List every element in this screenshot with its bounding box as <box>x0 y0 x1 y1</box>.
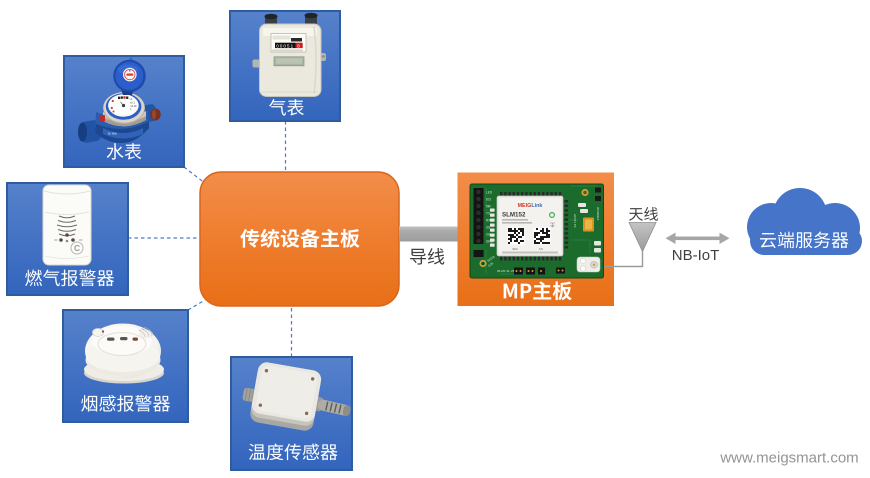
svg-text:x0.1: x0.1 <box>130 100 135 104</box>
svg-text:MEIGLink: MEIGLink <box>518 203 543 209</box>
svg-text:TX: TX <box>486 211 491 215</box>
svg-text:3G: 3G <box>486 225 491 229</box>
svg-text:20160916: 20160916 <box>596 207 600 221</box>
svg-text:GND: GND <box>486 239 494 243</box>
svg-text:NB-IoT: NB-IoT <box>672 247 720 264</box>
svg-text:LED: LED <box>486 190 493 194</box>
svg-text:IMEI: IMEI <box>512 247 518 251</box>
svg-text:≈ ≈≈: ≈ ≈≈ <box>108 131 117 136</box>
svg-text:RX: RX <box>486 218 491 222</box>
svg-text:2G: 2G <box>486 232 491 236</box>
svg-text:95-M1 SL V8: 95-M1 SL V8 <box>497 269 515 273</box>
svg-text:SLM152: SLM152 <box>502 212 526 219</box>
svg-text:HP211 P6: HP211 P6 <box>573 214 577 228</box>
svg-text:x0.01: x0.01 <box>130 104 137 108</box>
svg-text:C: C <box>74 243 80 253</box>
svg-text:SCCB: SCCB <box>486 255 495 263</box>
svg-text:x1: x1 <box>130 97 133 101</box>
svg-text:L: L <box>130 107 132 111</box>
svg-text:IO2: IO2 <box>486 197 491 201</box>
svg-text:5M: 5M <box>486 204 491 208</box>
svg-text:00051: 00051 <box>276 43 294 48</box>
svg-text:8: 8 <box>297 43 300 48</box>
svg-text:G35: G35 <box>487 261 494 268</box>
svg-text:SN: SN <box>539 247 543 251</box>
svg-text:www.meigsmart.com: www.meigsmart.com <box>719 450 858 467</box>
